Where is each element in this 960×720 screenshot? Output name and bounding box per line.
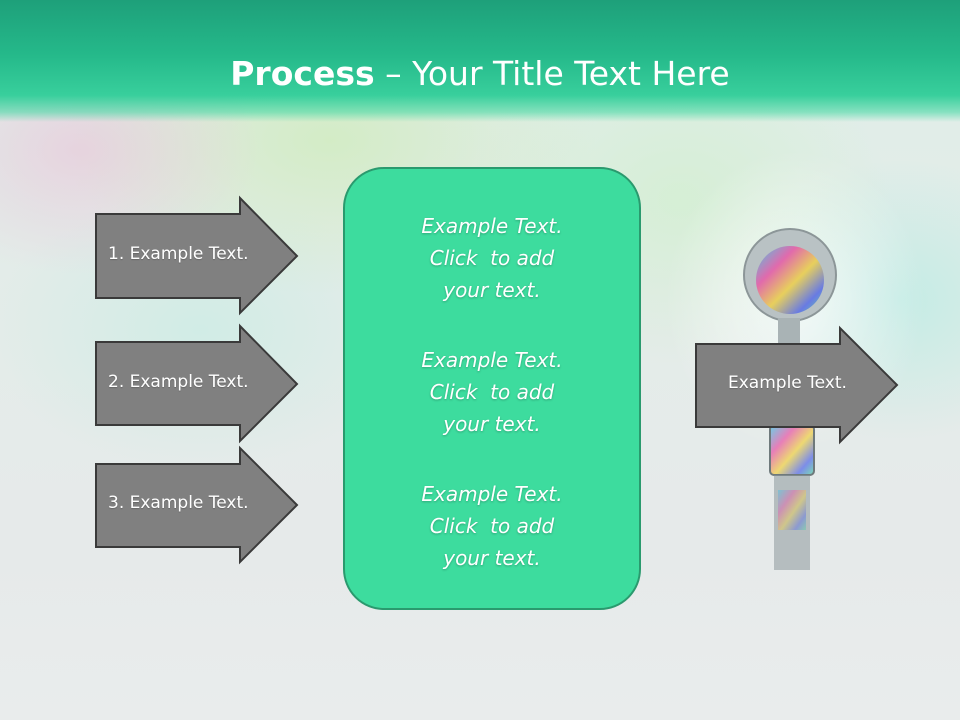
paragraph-line: Click to add [429,246,555,270]
left-arrow-3-label: 3. Example Text. [108,493,249,513]
left-arrow-3[interactable] [95,445,299,565]
left-arrow-2-label: 2. Example Text. [108,372,249,392]
center-paragraph-2: Example Text. Click to add your text. [346,344,638,440]
paragraph-line: Click to add [429,514,555,538]
right-arrow[interactable] [695,325,899,445]
paragraph-line: Example Text. [421,348,563,372]
title-rest: – Your Title Text Here [374,54,730,93]
center-paragraph-3: Example Text. Click to add your text. [346,478,638,574]
center-paragraph-1: Example Text. Click to add your text. [346,210,638,306]
left-arrow-1-label: 1. Example Text. [108,244,249,264]
paragraph-line: your text. [443,278,541,302]
left-arrow-2[interactable] [95,323,299,444]
paragraph-line: your text. [443,412,541,436]
paragraph-line: Click to add [429,380,555,404]
left-arrow-1[interactable] [95,195,299,316]
paragraph-line: Example Text. [421,214,563,238]
right-arrow-label: Example Text. [728,373,847,393]
center-box-text[interactable]: Example Text. Click to add your text. Ex… [346,210,638,612]
slide-title[interactable]: Process – Your Title Text Here [0,54,960,94]
paragraph-line: Example Text. [421,482,563,506]
title-bold: Process [230,54,375,93]
paragraph-line: your text. [443,546,541,570]
center-box[interactable] [343,167,641,610]
title-bar [0,0,960,122]
